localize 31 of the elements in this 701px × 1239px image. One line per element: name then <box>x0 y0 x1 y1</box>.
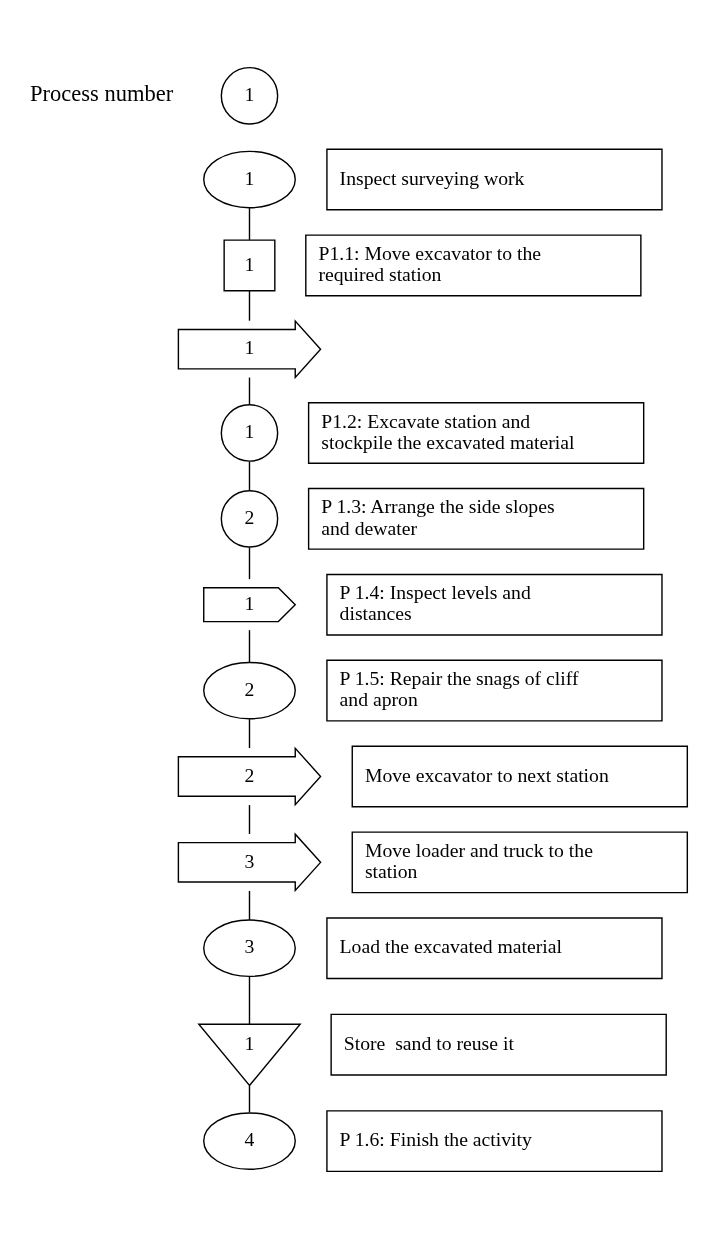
connector <box>248 207 251 241</box>
node-circle: 2 <box>220 489 279 548</box>
node-circle: 1 <box>220 66 279 125</box>
connector <box>248 376 251 406</box>
connector <box>248 804 251 835</box>
node-circle: 1 <box>220 404 279 462</box>
connector <box>248 1085 251 1114</box>
node-ellipse: 4 <box>203 1112 296 1170</box>
node-box: Load the excavated material <box>326 917 663 980</box>
node-box: 1 <box>223 239 276 292</box>
node-box: P 1.4: Inspect levels and distances <box>326 573 663 636</box>
connector <box>248 546 251 580</box>
connector <box>248 976 251 1025</box>
node-box: Store sand to reuse it <box>330 1013 667 1076</box>
node-box: Move loader and truck to the station <box>351 831 689 894</box>
connector <box>248 718 251 749</box>
connector <box>248 629 251 663</box>
node-box: Inspect surveying work <box>326 148 663 211</box>
node-box: P 1.6: Finish the activity <box>326 1110 663 1173</box>
node-label: Process number <box>30 81 174 107</box>
node-ellipse: 2 <box>203 661 296 720</box>
connector <box>248 460 251 492</box>
node-box: Move excavator to next station <box>351 745 689 808</box>
node-box: P 1.3: Arrange the side slopes and dewater <box>307 487 645 550</box>
node-box: P1.2: Excavate station and stockpile the excavated material <box>307 402 645 464</box>
node-ellipse: 3 <box>203 919 296 978</box>
node-ellipse: 1 <box>203 150 296 209</box>
node-box: P1.1: Move excavator to the required station <box>305 234 642 297</box>
connector <box>248 290 251 322</box>
node-box: P 1.5: Repair the snags of cliff and apron <box>326 659 663 722</box>
connector <box>248 890 251 921</box>
